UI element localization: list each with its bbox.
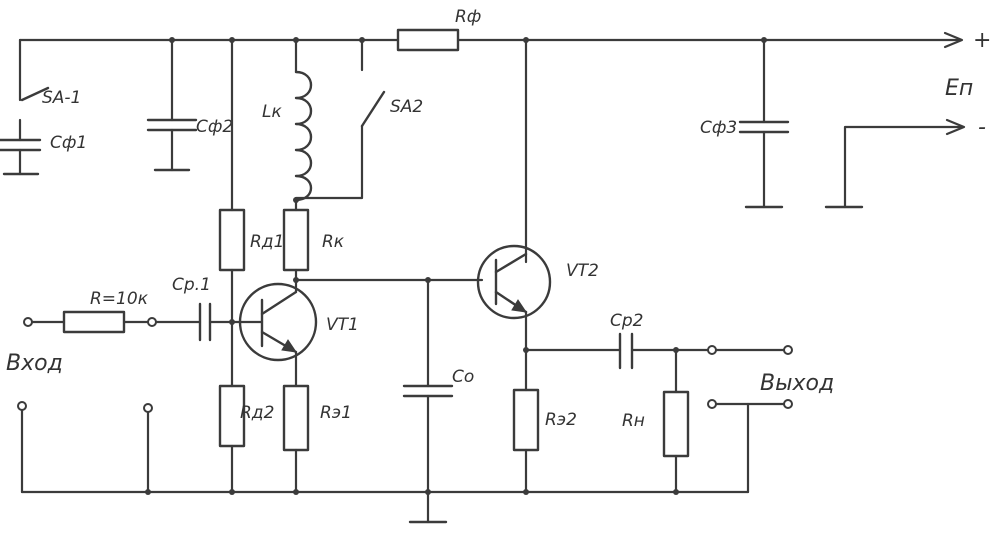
resistor-rk — [282, 208, 310, 272]
label-cp1: Cр.1 — [172, 275, 211, 295]
transistor-vt1: VT1 — [238, 282, 359, 388]
output-terminal-b — [783, 345, 793, 355]
label-re2: Rэ2 — [545, 410, 577, 430]
label-en: Eп — [945, 76, 973, 101]
label-cf2: Cф2 — [196, 117, 233, 137]
label-output: Выход — [760, 371, 834, 396]
label-lk: Lк — [262, 102, 282, 122]
junctions — [145, 37, 767, 495]
label-rinput: R=10к — [90, 289, 149, 309]
label-rd1: Rд1 — [250, 232, 284, 252]
output-terminal-c — [707, 399, 717, 409]
input-terminal-low-a — [17, 401, 27, 411]
label-rk: Rк — [322, 232, 345, 252]
inductor-lk — [294, 70, 313, 202]
resistor-rd1 — [218, 208, 246, 272]
resistor-rinput — [62, 310, 126, 334]
label-plus: + — [973, 28, 991, 53]
label-rd2: Rд2 — [240, 403, 274, 423]
output-terminal-d — [783, 399, 793, 409]
capacitor-cf2: Cф2 — [146, 38, 233, 172]
label-vt1: VT1 — [326, 315, 359, 335]
input-terminal-mid — [147, 317, 157, 327]
label-cf3: Cф3 — [700, 118, 737, 138]
label-co: Cо — [452, 367, 474, 387]
label-minus: - — [978, 115, 986, 140]
collector-branch: Lк Rк — [262, 38, 345, 294]
label-cf1: Cф1 — [50, 133, 87, 153]
resistor-re2: Rэ2 — [512, 388, 577, 494]
label-vt2: VT2 — [566, 261, 599, 281]
output-network: Cр2 Rн Выход — [524, 311, 834, 494]
label-sa2: SA2 — [390, 97, 423, 117]
label-sa1: SA-1 — [42, 88, 81, 108]
capacitor-cf3: Cф3 — [700, 38, 790, 209]
transistor-vt2: VT2 — [476, 38, 599, 392]
label-rf: Rф — [455, 7, 481, 27]
supply-rail — [18, 31, 964, 49]
divider-column: Rд1 Rд2 — [218, 38, 284, 494]
input-terminal-top — [23, 317, 33, 327]
label-input: Вход — [6, 351, 63, 376]
input-network: R=10к Cр.1 Вход — [6, 275, 264, 494]
capacitor-cf1: SA-1 Cф1 — [0, 38, 87, 176]
label-re1: Rэ1 — [320, 403, 352, 423]
label-rn: Rн — [622, 411, 645, 431]
label-cp2: Cр2 — [610, 311, 643, 331]
negative-rail: - — [824, 115, 986, 209]
resistor-re1: Rэ1 — [282, 384, 352, 494]
interstage: Cо — [294, 278, 484, 524]
resistor-rn — [662, 390, 690, 458]
switch-sa2: SA2 — [294, 38, 423, 200]
output-terminal-a — [707, 345, 717, 355]
resistor-rf: Rф — [396, 7, 481, 52]
input-terminal-low-b — [143, 403, 153, 413]
